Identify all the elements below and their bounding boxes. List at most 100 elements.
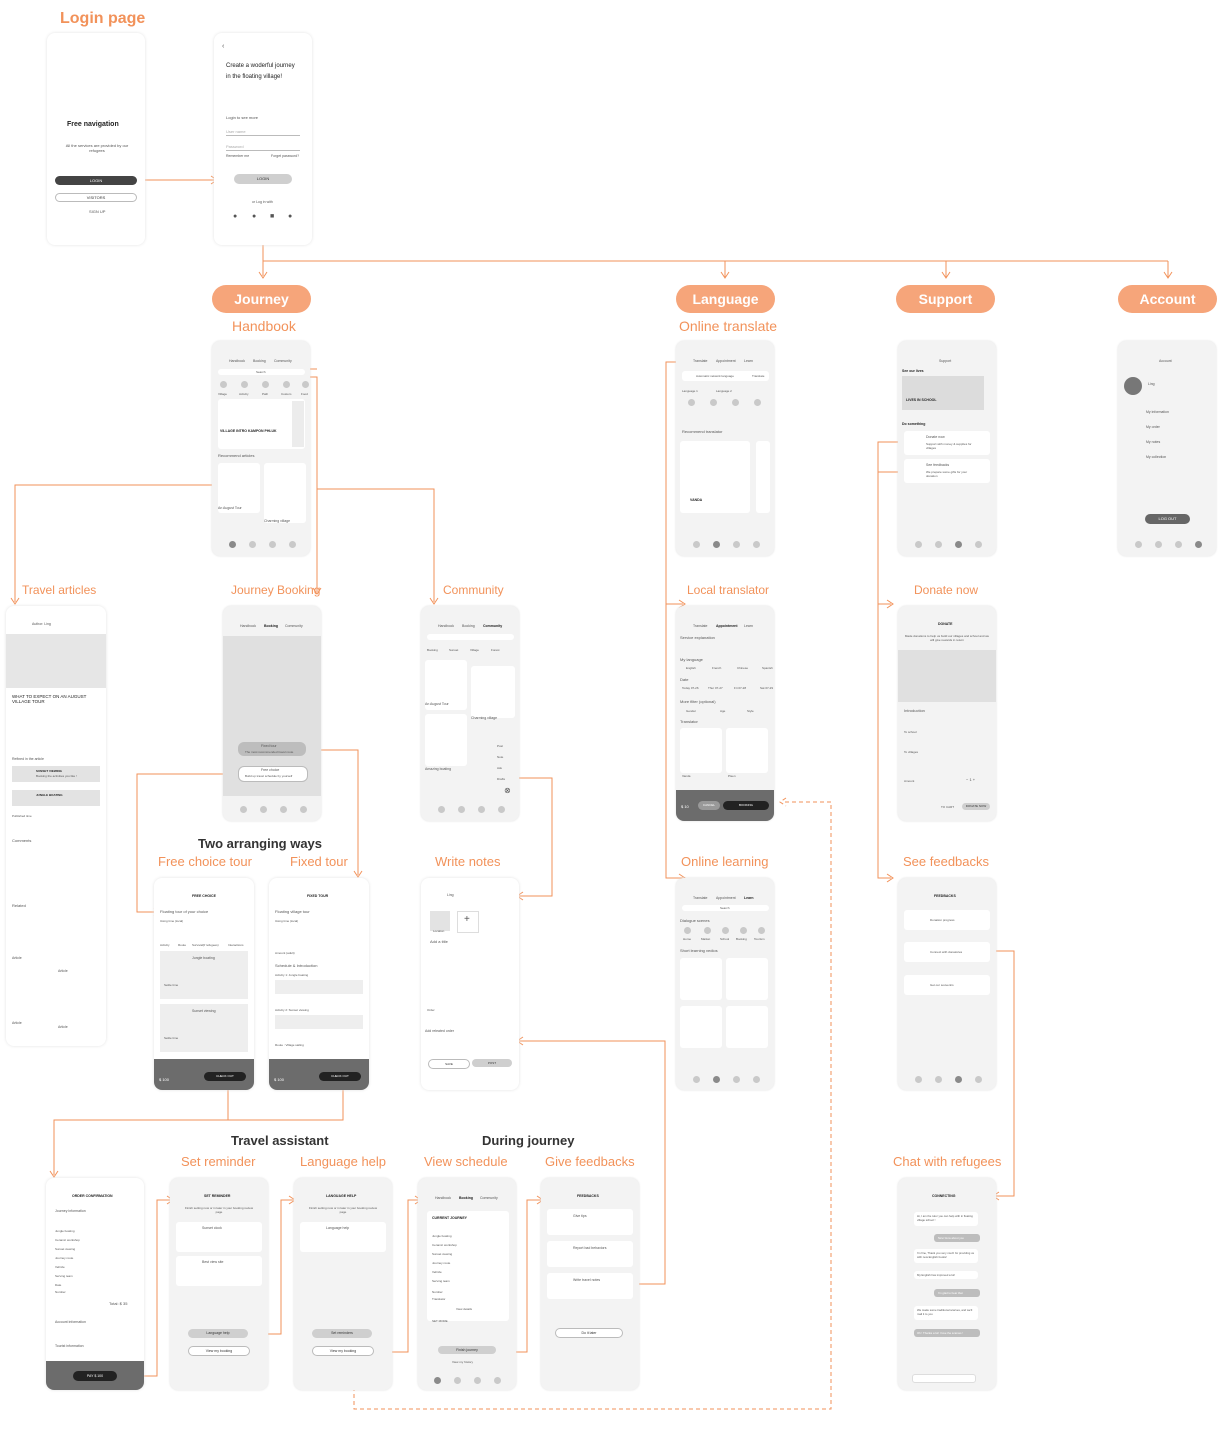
- nav-journey-icon[interactable]: [438, 806, 445, 813]
- language-1-select[interactable]: Language 1: [682, 389, 698, 393]
- nav-account-icon[interactable]: [289, 541, 296, 548]
- translator-card[interactable]: [680, 728, 722, 773]
- related-article[interactable]: Article: [58, 969, 68, 973]
- photo-icon[interactable]: [688, 399, 695, 406]
- nav-support-icon[interactable]: [1175, 541, 1182, 548]
- nav-support-icon[interactable]: [955, 1076, 962, 1083]
- translator-card[interactable]: [680, 441, 750, 513]
- post-card[interactable]: [471, 666, 515, 718]
- add-order-link[interactable]: Add releated order: [425, 1029, 454, 1033]
- avatar[interactable]: [1124, 377, 1142, 395]
- facebook-icon[interactable]: ●: [233, 213, 238, 220]
- free-choice-button[interactable]: [238, 766, 308, 782]
- nav-account-icon[interactable]: [494, 1377, 501, 1384]
- donate-now-button[interactable]: DONATE NOW: [962, 803, 990, 810]
- menu-post[interactable]: Post: [497, 744, 504, 748]
- activity-icon[interactable]: [241, 381, 248, 388]
- current-journey-card[interactable]: [427, 1211, 509, 1321]
- school-scene-icon[interactable]: [722, 927, 729, 934]
- nav-language-icon[interactable]: [454, 1377, 461, 1384]
- menu-my-collection[interactable]: My collection: [1146, 455, 1167, 459]
- video-card[interactable]: [726, 958, 768, 1000]
- feedback-item[interactable]: [904, 975, 990, 995]
- tourism-scene-icon[interactable]: [758, 927, 765, 934]
- telegram-icon[interactable]: ●: [288, 213, 293, 220]
- nav-language-icon[interactable]: [713, 541, 720, 548]
- checkout-button[interactable]: CHECK OUT: [319, 1072, 361, 1081]
- date-chip[interactable]: Thur 07-27: [708, 686, 723, 690]
- nav-journey-icon[interactable]: [434, 1377, 441, 1384]
- tab-learn[interactable]: Learn: [744, 896, 754, 900]
- date-chip[interactable]: Fri 07-28: [734, 686, 747, 690]
- nav-language-icon[interactable]: [935, 1076, 942, 1083]
- tab-translate[interactable]: Translate: [693, 624, 708, 628]
- do-it-later-button[interactable]: Do it later: [555, 1328, 623, 1338]
- activity-card[interactable]: [160, 1004, 248, 1052]
- nav-support-icon[interactable]: [474, 1377, 481, 1384]
- tab-activity[interactable]: Activity: [160, 943, 170, 947]
- artificial-icon[interactable]: [754, 399, 761, 406]
- nav-language-icon[interactable]: [260, 806, 267, 813]
- nav-support-icon[interactable]: [955, 541, 962, 548]
- video-card[interactable]: [726, 1006, 768, 1048]
- fixed-tour-button[interactable]: [238, 742, 306, 756]
- tab-handbook[interactable]: Handbook: [229, 359, 245, 363]
- video-card[interactable]: [680, 1006, 722, 1048]
- close-icon[interactable]: ⊗: [504, 786, 511, 795]
- search-input[interactable]: [218, 369, 305, 375]
- filter-style[interactable]: Style: [747, 709, 754, 713]
- add-image-button[interactable]: [457, 911, 479, 933]
- message-input[interactable]: [912, 1374, 976, 1383]
- article-card[interactable]: [264, 463, 306, 523]
- instagram-icon[interactable]: ■: [270, 213, 275, 220]
- reminder-card[interactable]: [176, 1256, 262, 1286]
- tab-community[interactable]: Community: [285, 624, 303, 628]
- nav-journey-icon[interactable]: [915, 541, 922, 548]
- donate-card[interactable]: [904, 431, 990, 455]
- nav-journey-icon[interactable]: [229, 541, 236, 548]
- language-help-card[interactable]: [300, 1222, 386, 1252]
- nav-support-icon[interactable]: [733, 1076, 740, 1083]
- tab-booking[interactable]: Booking: [459, 1196, 473, 1200]
- nav-support-icon[interactable]: [280, 806, 287, 813]
- custom-icon[interactable]: [283, 381, 290, 388]
- nav-account-icon[interactable]: [753, 541, 760, 548]
- donate-image[interactable]: [898, 650, 996, 702]
- post-button[interactable]: POST: [472, 1059, 512, 1067]
- view-history-link[interactable]: View my history: [452, 1360, 473, 1364]
- nav-language-icon[interactable]: [713, 1076, 720, 1083]
- tag-sunset[interactable]: Sunset: [449, 648, 459, 652]
- location-tag[interactable]: Location: [433, 929, 445, 933]
- menu-my-order[interactable]: My order: [1146, 425, 1160, 429]
- note-title-input[interactable]: Add a title: [430, 939, 448, 944]
- logout-button[interactable]: LOG OUT: [1145, 514, 1190, 524]
- feedback-item[interactable]: [904, 910, 990, 930]
- nav-account-icon[interactable]: [975, 541, 982, 548]
- tab-handbook[interactable]: Handbook: [435, 1196, 451, 1200]
- tag-village[interactable]: Village: [470, 648, 479, 652]
- lang-english[interactable]: English: [686, 666, 696, 670]
- voice-icon[interactable]: [710, 399, 717, 406]
- back-icon[interactable]: ‹: [222, 43, 225, 50]
- view-booking-button[interactable]: View my booking: [312, 1346, 374, 1356]
- tab-learn[interactable]: Learn: [744, 624, 753, 628]
- article-card[interactable]: [218, 463, 260, 513]
- search-input[interactable]: [682, 905, 769, 911]
- nav-language-icon[interactable]: [1155, 541, 1162, 548]
- filter-gender[interactable]: Gender: [686, 709, 697, 713]
- jungle-activity-card[interactable]: [12, 790, 100, 806]
- tab-community[interactable]: Community: [483, 624, 503, 628]
- lang-french[interactable]: French: [712, 666, 722, 670]
- feedback-option[interactable]: [547, 1209, 633, 1235]
- nav-journey-icon[interactable]: [1135, 541, 1142, 548]
- menu-ask[interactable]: Ask: [497, 766, 503, 770]
- nav-journey-icon[interactable]: [240, 806, 247, 813]
- path-icon[interactable]: [262, 381, 269, 388]
- image-upload[interactable]: [430, 911, 450, 931]
- language-2-select[interactable]: Language 2: [716, 389, 732, 393]
- tab-booking[interactable]: Booking: [264, 624, 278, 628]
- nav-journey-icon[interactable]: [915, 1076, 922, 1083]
- tab-appointment[interactable]: Appointment: [716, 624, 738, 628]
- post-card[interactable]: [425, 660, 467, 710]
- checkout-button[interactable]: CHECK OUT: [204, 1072, 246, 1081]
